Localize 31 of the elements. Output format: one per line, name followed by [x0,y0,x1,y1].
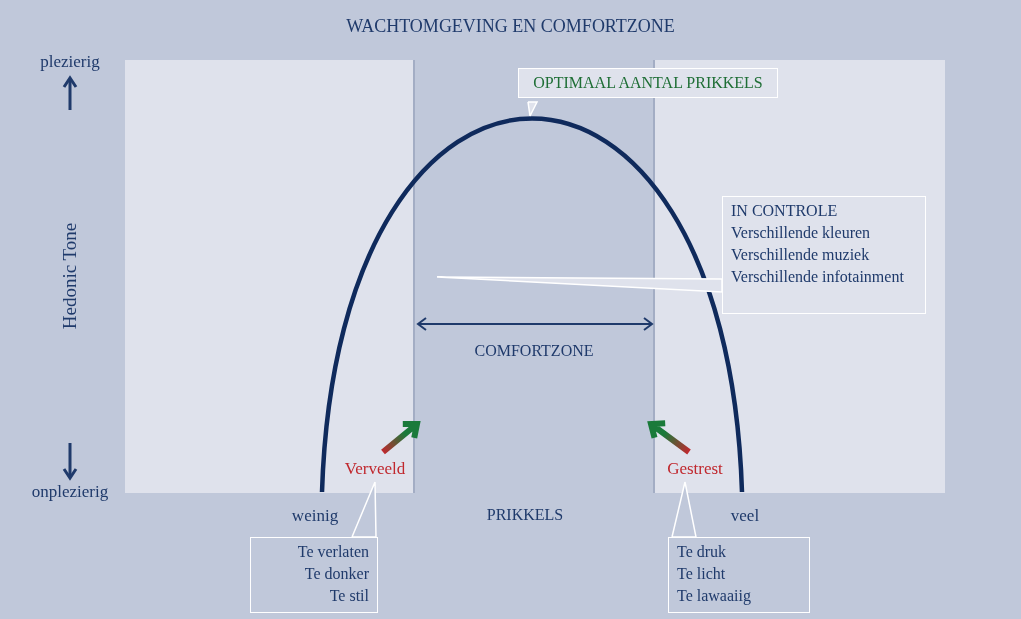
callout-text: Te donker [303,564,369,584]
axis-label: onplezierig [30,482,110,502]
callout-box [250,537,378,613]
arrow [380,421,421,455]
callout-box [518,68,778,98]
callout-text: Te lawaaiig [677,586,752,607]
state-label: Gestrest [655,458,735,480]
zone-label: COMFORTZONE [473,342,595,360]
callout-text: OPTIMAAL AANTAL PRIKKELS [532,73,764,93]
arrow [647,420,692,455]
leader-line [671,481,697,538]
callout-text: Verschillende infotainment [731,267,905,287]
callout-text: Te licht [677,564,727,584]
leader-line [436,276,723,293]
title: WACHTOMGEVING EN COMFORTZONE [345,16,676,37]
callout-text: Verschillende muziek [731,245,871,265]
axis-label: weinig [290,506,340,526]
callout-box [722,196,926,314]
callout-text: Te stil [328,586,369,606]
callout-text: Te druk [677,542,728,562]
callout-text: Verschillende kleuren [731,223,872,243]
axis-label: veel [729,506,761,526]
callout-text: Te verlaten [296,542,369,562]
axis-title: PRIKKELS [485,506,565,524]
callout-text: IN CONTROLE [731,201,839,221]
axis-title: Hedonic Tone [59,221,81,332]
axis-label: plezierig [39,52,101,72]
callout-box [668,537,810,613]
leader-line [527,101,539,117]
leader-line [351,481,377,538]
state-label: Verveeld [335,458,415,480]
